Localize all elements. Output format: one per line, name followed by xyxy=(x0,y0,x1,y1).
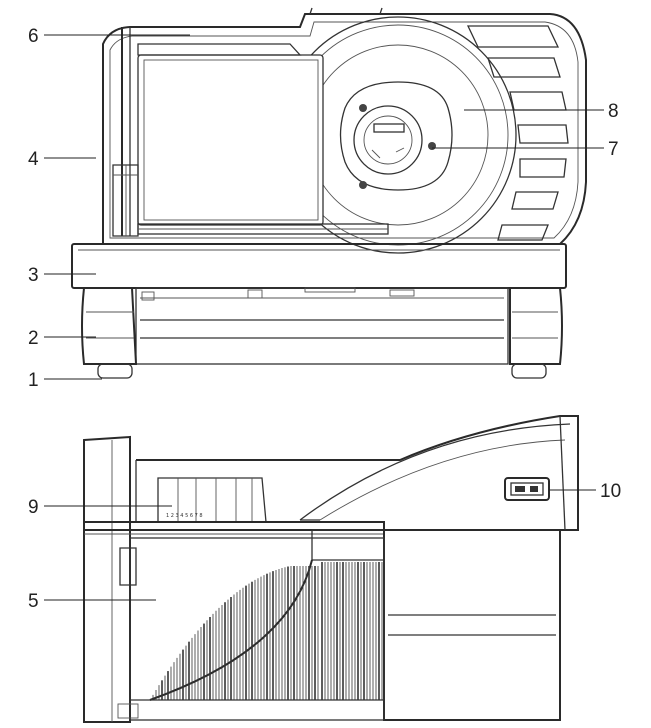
label-3: 3 xyxy=(28,265,39,286)
tray-hatching xyxy=(152,562,383,700)
callouts: 6 4 3 2 1 8 7 9 5 10 xyxy=(28,26,621,612)
power-switch xyxy=(504,477,550,501)
side-plate xyxy=(83,521,385,561)
blade-cover xyxy=(339,81,453,191)
side-lower-right xyxy=(383,529,561,721)
side-housing xyxy=(135,415,579,531)
screw-right-icon xyxy=(428,142,436,150)
screw-top-left-icon xyxy=(359,104,367,112)
svg-text:1 2 3 4 5 6 7 8: 1 2 3 4 5 6 7 8 xyxy=(166,513,203,519)
base-front xyxy=(71,243,567,289)
label-8: 8 xyxy=(608,101,619,122)
label-7: 7 xyxy=(608,139,619,160)
label-10: 10 xyxy=(600,481,621,502)
label-5: 5 xyxy=(28,591,39,612)
side-tray xyxy=(117,537,385,721)
switch-rocker-icon xyxy=(515,486,525,492)
label-9: 9 xyxy=(28,497,39,518)
side-view: 1 2 3 4 5 6 7 8 xyxy=(83,415,579,723)
label-1: 1 xyxy=(28,370,39,391)
side-handle xyxy=(83,435,131,723)
right-foot xyxy=(509,287,563,379)
front-view xyxy=(71,7,587,379)
food-carriage xyxy=(112,27,389,237)
screw-bottom-left-icon xyxy=(359,181,367,189)
label-4: 4 xyxy=(28,149,39,170)
label-2: 2 xyxy=(28,328,39,349)
label-6: 6 xyxy=(28,26,39,47)
lower-body xyxy=(135,287,509,365)
thickness-dial: 1 2 3 4 5 6 7 8 xyxy=(157,477,267,523)
housing-vents xyxy=(466,25,569,241)
left-foot xyxy=(81,287,138,379)
